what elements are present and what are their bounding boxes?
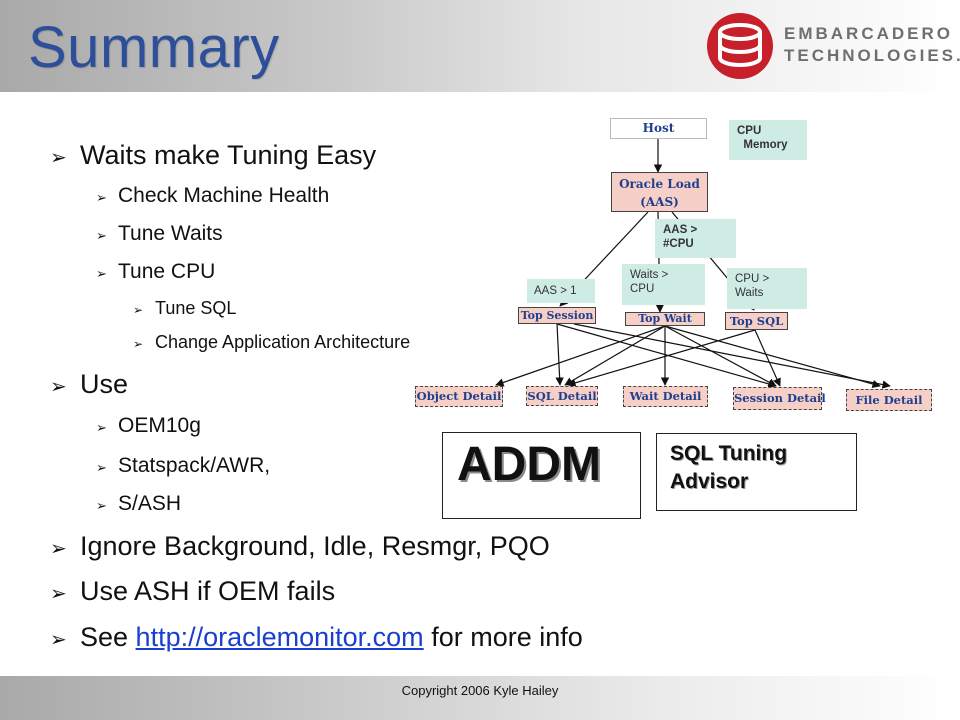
bullet-text: Check Machine Health	[118, 184, 330, 207]
arrow-bullet-icon: ➢	[50, 374, 67, 398]
addm-label: ADDM	[457, 438, 601, 491]
bullet-text: Waits make Tuning Easy	[80, 140, 377, 170]
arrow-bullet-icon: ➢	[96, 229, 107, 244]
file-detail-box: File Detail	[846, 389, 932, 411]
bullet-item: ➢ Tune CPU	[96, 260, 215, 284]
arrow-bullet-icon: ➢	[96, 267, 107, 282]
arrow-bullet-icon: ➢	[96, 461, 107, 476]
bullet-item: ➢ Use	[50, 369, 128, 400]
bullet-item: ➢ Check Machine Health	[96, 184, 329, 208]
bullet-text: OEM10g	[118, 414, 201, 437]
top-wait-box: Top Wait	[625, 312, 705, 326]
bullet-text: S/ASH	[118, 492, 182, 515]
database-logo-icon	[707, 13, 773, 79]
arrow-bullet-icon: ➢	[50, 536, 67, 560]
bullet-text: Tune CPU	[118, 260, 216, 283]
bullet-item: ➢ S/ASH	[96, 492, 181, 516]
bullet-item: ➢ Use ASH if OEM fails	[50, 576, 335, 607]
bullet-item: ➢ Waits make Tuning Easy	[50, 140, 376, 171]
copyright-text: Copyright 2006 Kyle Hailey	[401, 683, 559, 698]
connector-line	[564, 325, 666, 386]
logo-line-1: EMBARCADERO	[784, 24, 953, 43]
arrow-bullet-icon: ➢	[96, 499, 107, 514]
bullet-text: Tune SQL	[155, 298, 237, 318]
sql-tuning-advisor-box: SQL Tuning Advisor	[656, 433, 857, 511]
bullet-item: ➢ Ignore Background, Idle, Resmgr, PQO	[50, 531, 550, 562]
bullet-text: Ignore Background, Idle, Resmgr, PQO	[80, 531, 550, 561]
aas-cpu-note: AAS > #CPU	[655, 219, 736, 258]
connector-line	[664, 325, 777, 387]
sql-tuning-advisor-label: SQL Tuning Advisor	[670, 442, 788, 493]
arrow-bullet-icon: ➢	[50, 581, 67, 605]
arrow-bullet-icon: ➢	[96, 421, 107, 436]
connector-line	[556, 323, 777, 388]
connector-line	[555, 323, 564, 386]
bullet-item: ➢ OEM10g	[96, 414, 201, 438]
oraclemonitor-link[interactable]: http://oraclemonitor.com	[135, 622, 424, 652]
connector-line	[754, 329, 781, 387]
bullet-text: See	[80, 622, 136, 652]
wait-detail-box: Wait Detail	[623, 386, 708, 407]
bullet-item: ➢ See http://oraclemonitor.com for more i…	[50, 622, 583, 653]
arrow-bullet-icon: ➢	[50, 145, 67, 169]
top-sql-box: Top SQL	[725, 312, 788, 330]
aas-1-note: AAS > 1	[527, 279, 595, 303]
object-detail-box: Object Detail	[415, 386, 503, 407]
session-detail-box: Session Detail	[733, 387, 826, 410]
embarcadero-logo: EMBARCADERO TECHNOLOGIES.	[700, 10, 960, 82]
bullet-item: ➢ Statspack/AWR,	[96, 454, 270, 478]
bullet-item: ➢ Tune SQL	[133, 298, 236, 319]
arrow-bullet-icon: ➢	[133, 303, 144, 317]
bullet-text: for more info	[423, 622, 583, 652]
arrow-bullet-icon: ➢	[133, 337, 144, 351]
slide-header	[0, 0, 960, 92]
connector-line	[573, 323, 891, 389]
connector-line	[567, 329, 756, 387]
top-session-box: Top Session	[518, 307, 596, 324]
bullet-text: Use	[80, 369, 129, 399]
connector-line	[664, 325, 881, 389]
slide-title: Summary	[28, 15, 280, 80]
logo-line-2: TECHNOLOGIES.	[784, 46, 960, 65]
cpu-memory-note: CPU Memory	[729, 120, 807, 160]
bullet-text: Statspack/AWR,	[118, 454, 271, 477]
bullet-item: ➢ Tune Waits	[96, 222, 223, 246]
host-box: Host	[610, 118, 707, 139]
connector-line	[495, 325, 666, 387]
cpu-waits-note: CPU > Waits	[727, 268, 807, 309]
sql-detail-box: SQL Detail	[526, 386, 598, 406]
waits-cpu-note: Waits > CPU	[622, 264, 705, 305]
bullet-text: Tune Waits	[118, 222, 223, 245]
arrow-bullet-icon: ➢	[50, 627, 67, 651]
bullet-item: ➢ Change Application Architecture	[133, 332, 410, 353]
bullet-text: Use ASH if OEM fails	[80, 576, 336, 606]
addm-box: ADDM	[442, 432, 641, 519]
bullet-text: Change Application Architecture	[155, 332, 411, 352]
arrow-bullet-icon: ➢	[96, 191, 107, 206]
oracle-load-box: Oracle Load (AAS)	[611, 172, 708, 212]
slide-footer	[0, 676, 960, 720]
